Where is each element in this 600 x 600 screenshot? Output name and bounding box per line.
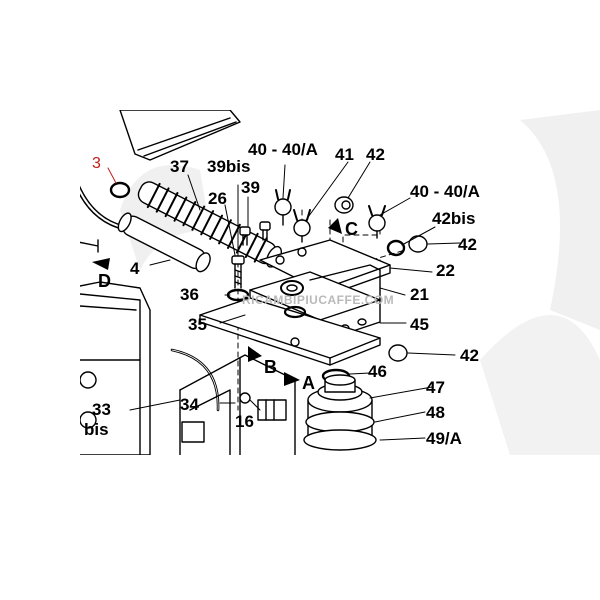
group-head [303,374,377,451]
callout-21: 21 [410,285,429,304]
cap-42a [334,196,354,214]
callout-4: 4 [130,259,140,278]
o-ring-42bis [386,239,406,257]
callout-36: 36 [180,285,199,304]
callout-42-right: 42 [458,235,477,254]
heating-element [117,212,211,273]
cap-42c [388,344,408,362]
callout-35: 35 [188,315,207,334]
top-tray [119,110,241,161]
screw-39 [239,226,251,246]
watermark-text: RICAMBIPIUCAFFE.COM [242,293,395,307]
arrow-d [92,258,110,270]
callout-46: 46 [368,362,387,381]
arrow-a [284,372,300,386]
watermark-shape [480,315,600,455]
body-left [80,281,151,455]
view-label-d: D [98,271,111,291]
watermark-shape [520,110,600,330]
callout-3: 3 [92,155,101,172]
thermostat-41 [293,209,311,243]
pin [80,239,99,253]
callout-45: 45 [410,315,429,334]
callout-39: 39 [241,178,260,197]
callout-33: 33 [92,400,111,419]
callout-37: 37 [170,157,189,176]
callout-42-top: 42 [366,145,385,164]
callout-16: 16 [235,412,254,431]
cap-42b [408,235,428,253]
callout-26: 26 [208,189,227,208]
callout-22: 22 [436,261,455,280]
callout-42-lower: 42 [460,346,479,365]
arrow-c [328,218,342,234]
callout-41: 41 [335,145,354,164]
thermostat-40 [274,189,292,226]
callout-33-bis: bis [84,420,109,439]
view-label-a: A [302,373,315,393]
diagram-drawing [80,110,600,455]
callout-40-40a-top: 40 - 40/A [248,140,318,159]
o-ring-3 [109,181,131,199]
callout-34: 34 [180,395,199,414]
callout-49a: 49/A [426,429,462,448]
callout-39bis: 39bis [207,157,251,176]
washer-21b [283,305,307,319]
callout-42bis: 42bis [432,209,476,228]
view-label-b: B [264,357,277,377]
exploded-parts-diagram: RICAMBIPIUCAFFE.COM 3 37 39bis 40 - 40/A… [80,110,600,455]
thermostat-40b [368,205,386,239]
screw-26 [231,255,245,289]
screw-39b [259,221,271,241]
callout-47: 47 [426,378,445,397]
frame-lower [179,354,296,455]
callout-48: 48 [426,403,445,422]
arrow-b [248,346,262,362]
nut-21 [280,280,304,296]
view-label-c: C [345,219,358,239]
callout-40-40a-right: 40 - 40/A [410,182,480,201]
